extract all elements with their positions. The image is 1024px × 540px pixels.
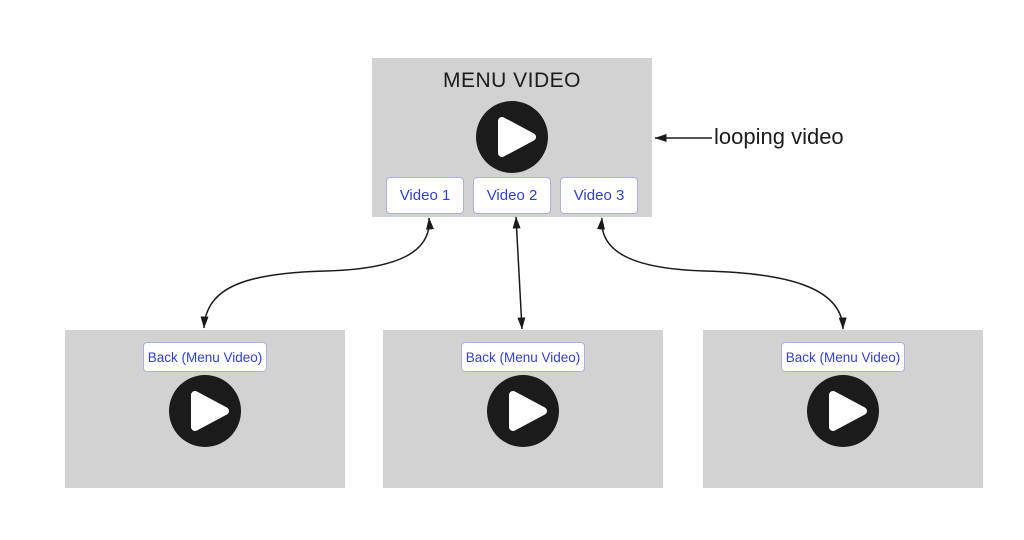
menu-video-screen: MENU VIDEO Video 1 Video 2 Video 3	[372, 58, 652, 217]
arrow-menu-to-video2	[512, 216, 526, 330]
back-button-video-3[interactable]: Back (Menu Video)	[781, 342, 905, 372]
play-icon[interactable]	[167, 373, 243, 449]
video-2-button[interactable]: Video 2	[473, 177, 551, 214]
play-icon[interactable]	[485, 373, 561, 449]
video-1-screen: Back (Menu Video)	[65, 330, 345, 488]
video-1-button[interactable]: Video 1	[386, 177, 464, 214]
video-2-screen: Back (Menu Video)	[383, 330, 663, 488]
looping-video-label: looping video	[714, 124, 844, 149]
back-button-video-1[interactable]: Back (Menu Video)	[143, 342, 267, 372]
arrow-menu-to-video3	[597, 217, 847, 330]
arrow-menu-to-video1	[200, 217, 434, 329]
video-3-screen: Back (Menu Video)	[703, 330, 983, 488]
back-button-video-2[interactable]: Back (Menu Video)	[461, 342, 585, 372]
video-3-button[interactable]: Video 3	[560, 177, 638, 214]
play-icon[interactable]	[805, 373, 881, 449]
video-button-row: Video 1 Video 2 Video 3	[372, 177, 652, 214]
menu-title: MENU VIDEO	[442, 69, 581, 92]
play-icon[interactable]	[474, 99, 550, 175]
